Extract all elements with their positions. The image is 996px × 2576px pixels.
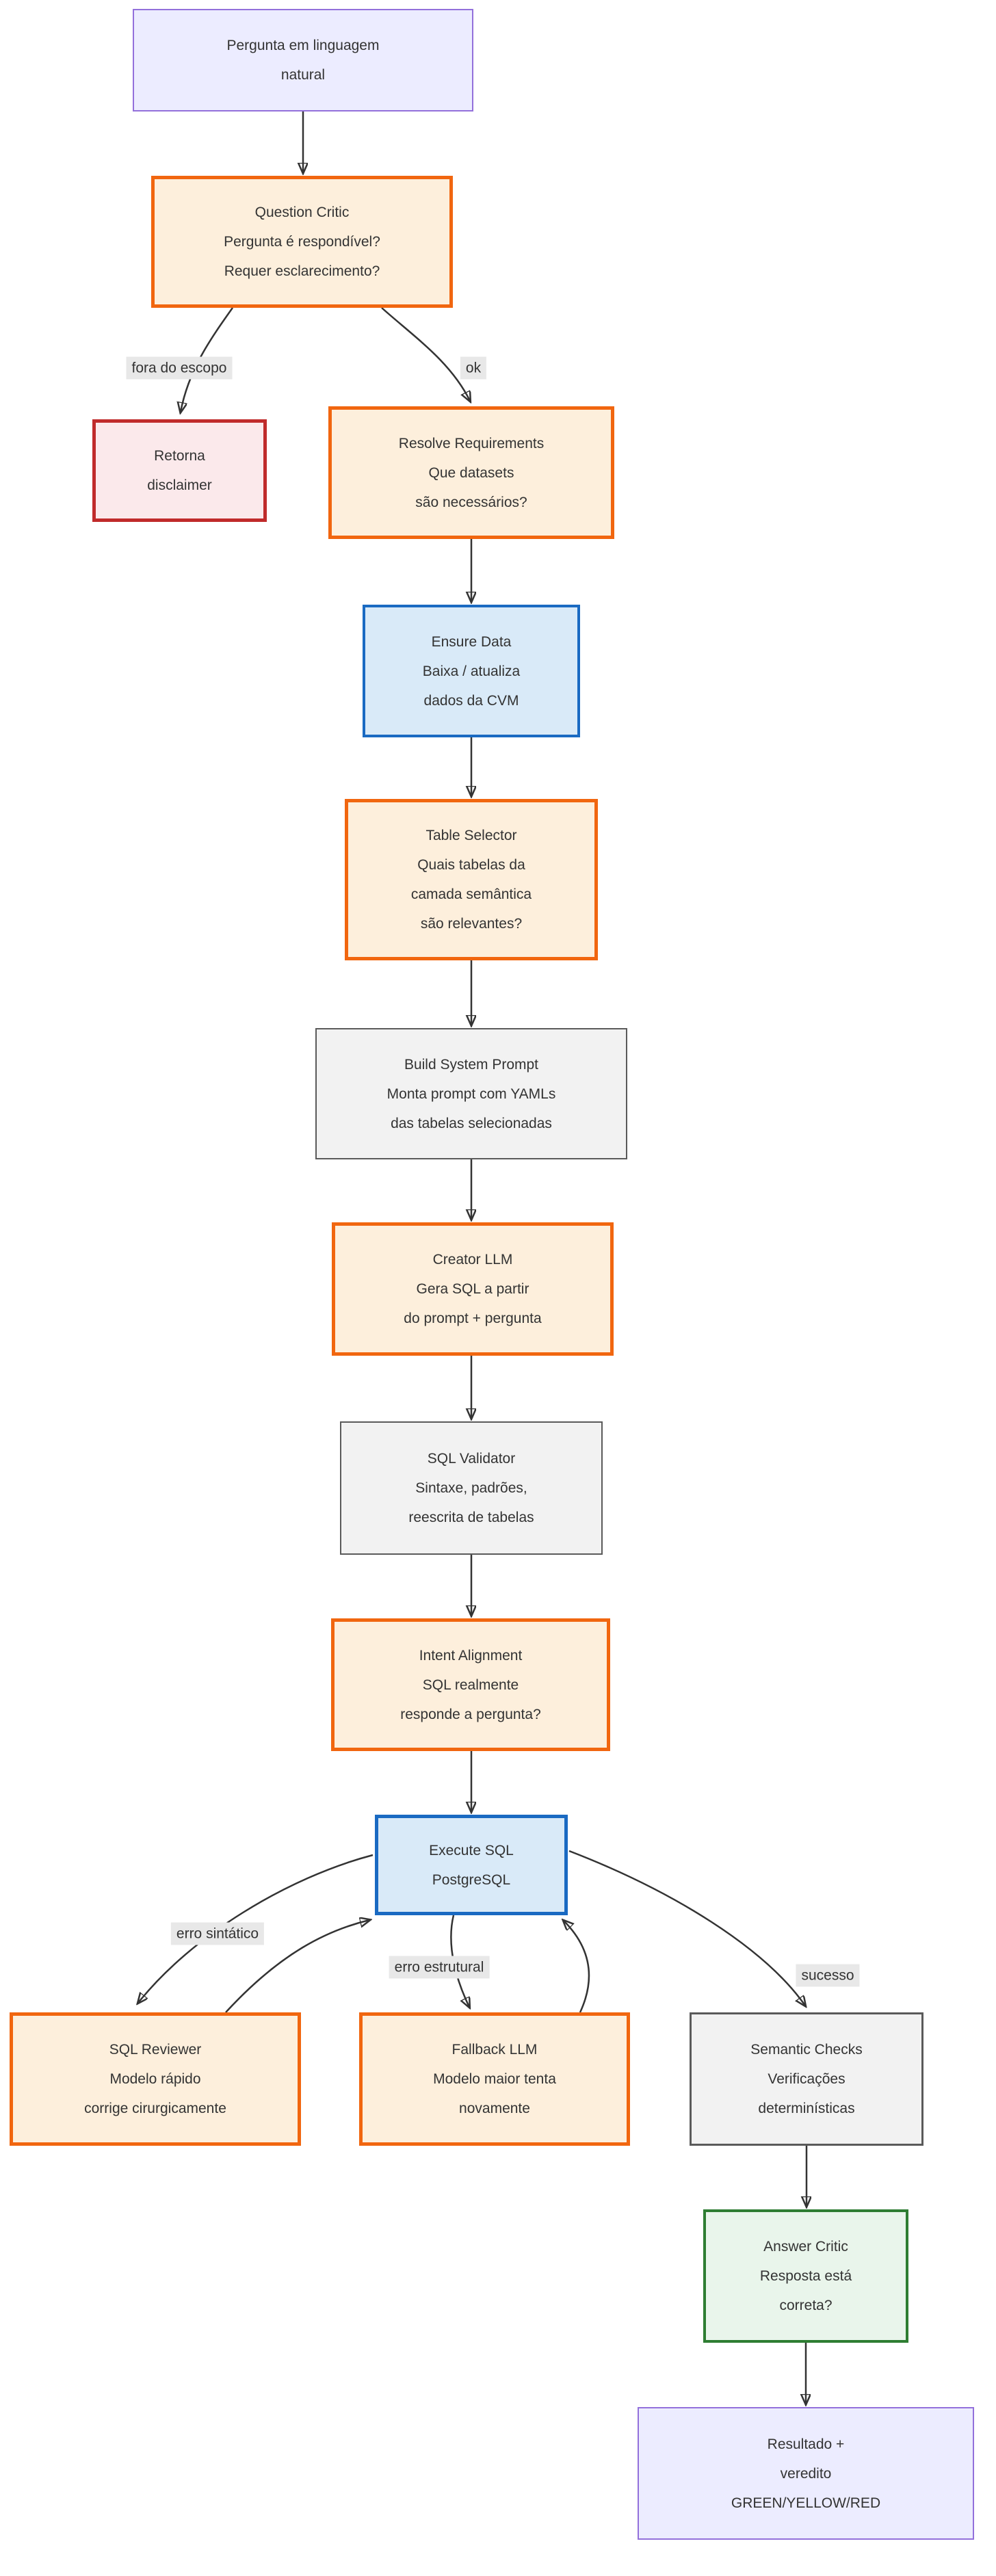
node-line: correta? bbox=[779, 2298, 833, 2313]
node-line: Creator LLM bbox=[432, 1252, 513, 1267]
node-line: Ensure Data bbox=[431, 633, 512, 650]
node-line: Semantic Checks bbox=[750, 2042, 863, 2058]
node-line: são necessários? bbox=[415, 494, 527, 510]
node-pergunta-em-linguagem-natural: Pergunta em linguagem natural bbox=[133, 9, 473, 111]
node-build-system-prompt: Build System Prompt Monta prompt com YAM… bbox=[315, 1028, 627, 1159]
node-line: SQL Reviewer bbox=[109, 2042, 202, 2058]
node-line: Baixa / atualiza bbox=[422, 663, 521, 679]
node-line: dados da CVM bbox=[423, 692, 519, 709]
node-question-critic: Question Critic Pergunta é respondível? … bbox=[151, 176, 453, 308]
node-intent-alignment: Intent Alignment SQL realmente responde … bbox=[331, 1618, 610, 1751]
node-line: Pergunta em linguagem bbox=[226, 38, 380, 53]
node-sql-validator: SQL Validator Sintaxe, padrões, reescrit… bbox=[340, 1421, 603, 1555]
node-line: responde a pergunta? bbox=[400, 1706, 541, 1722]
node-answer-critic: Answer Critic Resposta está correta? bbox=[703, 2209, 908, 2343]
node-line: Que datasets bbox=[428, 464, 514, 481]
node-semantic-checks: Semantic Checks Verificações determiníst… bbox=[690, 2012, 923, 2146]
node-line: reescrita de tabelas bbox=[408, 1510, 534, 1525]
edge-fallback-to-execute bbox=[564, 1921, 590, 2013]
node-line: SQL Validator bbox=[427, 1451, 516, 1467]
node-line: Question Critic bbox=[254, 205, 350, 220]
node-line: Resposta está bbox=[759, 2268, 852, 2284]
node-line: Retorna bbox=[154, 448, 205, 464]
node-creator-llm: Creator LLM Gera SQL a partir do prompt … bbox=[332, 1222, 614, 1356]
node-line: corrige cirurgicamente bbox=[84, 2101, 226, 2116]
node-line: Fallback LLM bbox=[451, 2042, 538, 2058]
node-execute-sql: Execute SQL PostgreSQL bbox=[375, 1815, 568, 1915]
edge-label-fora-do-escopo: fora do escopo bbox=[126, 356, 233, 380]
node-line: Answer Critic bbox=[763, 2239, 848, 2255]
node-fallback-llm: Fallback LLM Modelo maior tenta novament… bbox=[359, 2012, 630, 2146]
node-line: são relevantes? bbox=[420, 916, 523, 932]
node-line: natural bbox=[280, 67, 326, 83]
node-line: Execute SQL bbox=[429, 1842, 514, 1858]
node-line: Sintaxe, padrões, bbox=[415, 1480, 527, 1496]
edge-label-sucesso: sucesso bbox=[796, 1964, 860, 1987]
node-table-selector: Table Selector Quais tabelas da camada s… bbox=[345, 799, 598, 960]
node-line: PostgreSQL bbox=[432, 1871, 511, 1888]
node-line: Pergunta é respondível? bbox=[224, 234, 380, 250]
node-line: veredito bbox=[780, 2465, 832, 2482]
node-line: Resolve Requirements bbox=[398, 435, 545, 451]
node-resultado-veredito: Resultado + veredito GREEN/YELLOW/RED bbox=[638, 2407, 974, 2540]
node-resolve-requirements: Resolve Requirements Que datasets são ne… bbox=[328, 406, 614, 539]
node-line: determinísticas bbox=[758, 2101, 855, 2116]
node-line: camada semântica bbox=[410, 886, 532, 902]
node-line: Modelo maior tenta bbox=[433, 2071, 556, 2087]
node-line: Gera SQL a partir bbox=[416, 1281, 529, 1297]
node-line: Quais tabelas da bbox=[417, 857, 525, 873]
edge-question-critic-to-resolve bbox=[381, 307, 470, 401]
node-line: Intent Alignment bbox=[419, 1647, 523, 1664]
node-sql-reviewer: SQL Reviewer Modelo rápido corrige cirur… bbox=[10, 2012, 301, 2146]
node-line: Monta prompt com YAMLs bbox=[386, 1086, 556, 1102]
node-line: Requer esclarecimento? bbox=[224, 263, 380, 279]
node-line: Build System Prompt bbox=[404, 1056, 539, 1073]
node-line: disclaimer bbox=[147, 477, 212, 493]
node-line: Modelo rápido bbox=[109, 2071, 201, 2087]
edge-execute-to-semantic bbox=[568, 1850, 805, 2006]
node-line: das tabelas selecionadas bbox=[391, 1115, 552, 1131]
edge-label-erro-estrutural: erro estrutural bbox=[389, 1956, 490, 1979]
node-line: novamente bbox=[459, 2101, 530, 2116]
node-line: Verificações bbox=[768, 2071, 846, 2087]
node-line: Resultado + bbox=[767, 2436, 845, 2452]
node-line: GREEN/YELLOW/RED bbox=[731, 2495, 881, 2511]
edge-label-erro-sintatico: erro sintático bbox=[170, 1922, 265, 1945]
node-line: Table Selector bbox=[425, 828, 517, 843]
node-retorna-disclaimer: Retorna disclaimer bbox=[92, 419, 267, 522]
node-line: SQL realmente bbox=[422, 1677, 519, 1693]
node-ensure-data: Ensure Data Baixa / atualiza dados da CV… bbox=[363, 605, 580, 737]
node-line: do prompt + pergunta bbox=[404, 1311, 542, 1326]
edge-label-ok: ok bbox=[460, 356, 487, 380]
